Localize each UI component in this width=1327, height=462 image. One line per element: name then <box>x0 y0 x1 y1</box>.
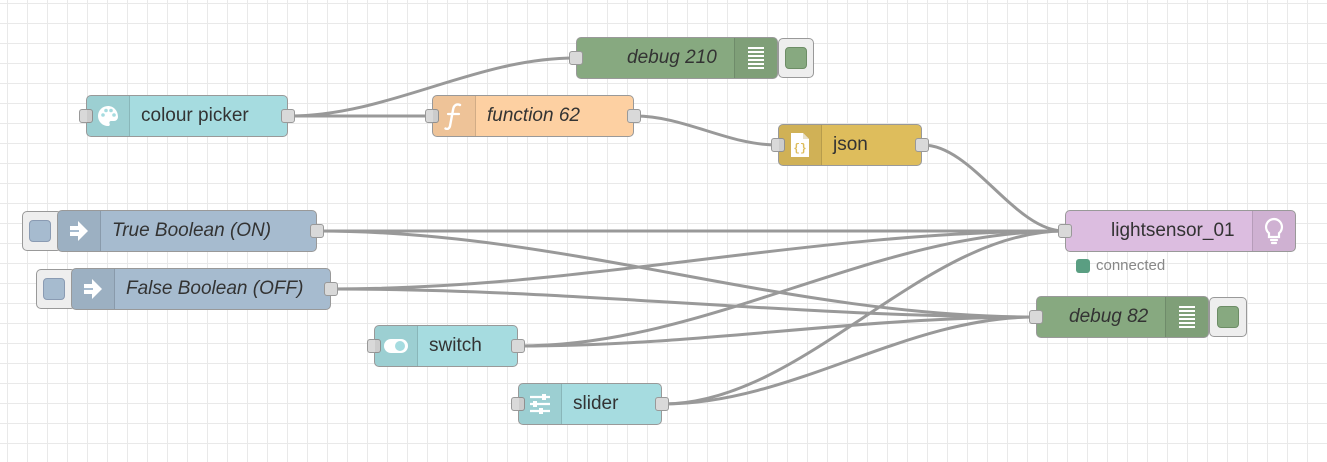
input-port[interactable] <box>367 339 381 353</box>
node-label: debug 210 <box>627 47 717 68</box>
debug-list-icon <box>1165 297 1208 337</box>
colour-picker-node[interactable]: colour picker <box>79 95 295 137</box>
sliders-icon <box>519 384 562 424</box>
status-connected-indicator <box>1076 258 1090 273</box>
node-label: json <box>833 134 868 155</box>
function-icon <box>433 96 476 136</box>
input-port[interactable] <box>1058 224 1072 238</box>
status-text: connected <box>1096 257 1166 274</box>
lightsensor-status: connected <box>1076 257 1165 274</box>
input-port[interactable] <box>79 109 93 123</box>
debug-active-indicator <box>1217 306 1239 328</box>
wire-false_boolean-to-lightsensor[interactable] <box>331 229 1065 291</box>
svg-text:{}: {} <box>793 143 806 155</box>
output-port[interactable] <box>324 282 338 296</box>
node-label: colour picker <box>141 105 249 126</box>
function-62-node[interactable]: function 62 <box>425 95 641 137</box>
json-node[interactable]: {} json <box>771 124 929 166</box>
input-port[interactable] <box>569 51 583 65</box>
node-label: slider <box>573 393 619 414</box>
wire-slider-to-debug_82[interactable] <box>662 315 1036 406</box>
output-port[interactable] <box>310 224 324 238</box>
wire-slider-to-lightsensor[interactable] <box>662 229 1065 406</box>
output-port[interactable] <box>655 397 669 411</box>
node-label: switch <box>429 335 482 356</box>
node-label: False Boolean (OFF) <box>126 278 304 299</box>
debug-210-toggle-button[interactable] <box>778 38 814 78</box>
wire-switch-to-lightsensor[interactable] <box>518 229 1065 348</box>
input-port[interactable] <box>425 109 439 123</box>
wire-colour_picker-to-debug_210[interactable] <box>288 56 576 118</box>
output-port[interactable] <box>511 339 525 353</box>
lightbulb-icon <box>1252 211 1295 251</box>
debug-82-node[interactable]: debug 82 <box>1029 296 1209 338</box>
true-boolean-inject-button[interactable] <box>22 211 62 251</box>
node-label: debug 82 <box>1069 306 1149 327</box>
lightsensor-01-node[interactable]: lightsensor_01 <box>1058 210 1296 252</box>
json-braces-icon: {} <box>779 125 822 165</box>
inject-arrow-icon <box>72 269 115 309</box>
debug-210-node[interactable]: debug 210 <box>569 37 778 79</box>
inject-trigger-indicator <box>43 278 65 300</box>
inject-arrow-icon <box>58 211 101 251</box>
debug-82-toggle-button[interactable] <box>1209 297 1247 337</box>
wire-true_boolean-to-debug_82[interactable] <box>317 229 1036 319</box>
palette-icon <box>87 96 130 136</box>
debug-active-indicator <box>785 47 807 69</box>
input-port[interactable] <box>771 138 785 152</box>
wire-false_boolean-to-debug_82[interactable] <box>331 287 1036 319</box>
input-port[interactable] <box>1029 310 1043 324</box>
wire-switch-to-debug_82[interactable] <box>518 315 1036 348</box>
false-boolean-inject-button[interactable] <box>36 269 76 309</box>
inject-trigger-indicator <box>29 220 51 242</box>
wire-json-to-lightsensor[interactable] <box>922 143 1065 233</box>
output-port[interactable] <box>627 109 641 123</box>
node-label: lightsensor_01 <box>1111 220 1235 241</box>
output-port[interactable] <box>281 109 295 123</box>
true-boolean-inject-node[interactable]: True Boolean (ON) <box>57 210 324 252</box>
input-port[interactable] <box>511 397 525 411</box>
slider-node[interactable]: slider <box>511 383 669 425</box>
toggle-icon <box>375 326 418 366</box>
output-port[interactable] <box>915 138 929 152</box>
debug-list-icon <box>734 38 777 78</box>
node-label: function 62 <box>487 105 580 126</box>
false-boolean-inject-node[interactable]: False Boolean (OFF) <box>71 268 338 310</box>
switch-node[interactable]: switch <box>367 325 525 367</box>
node-label: True Boolean (ON) <box>112 220 272 241</box>
wire-function_62-to-json[interactable] <box>634 114 778 147</box>
